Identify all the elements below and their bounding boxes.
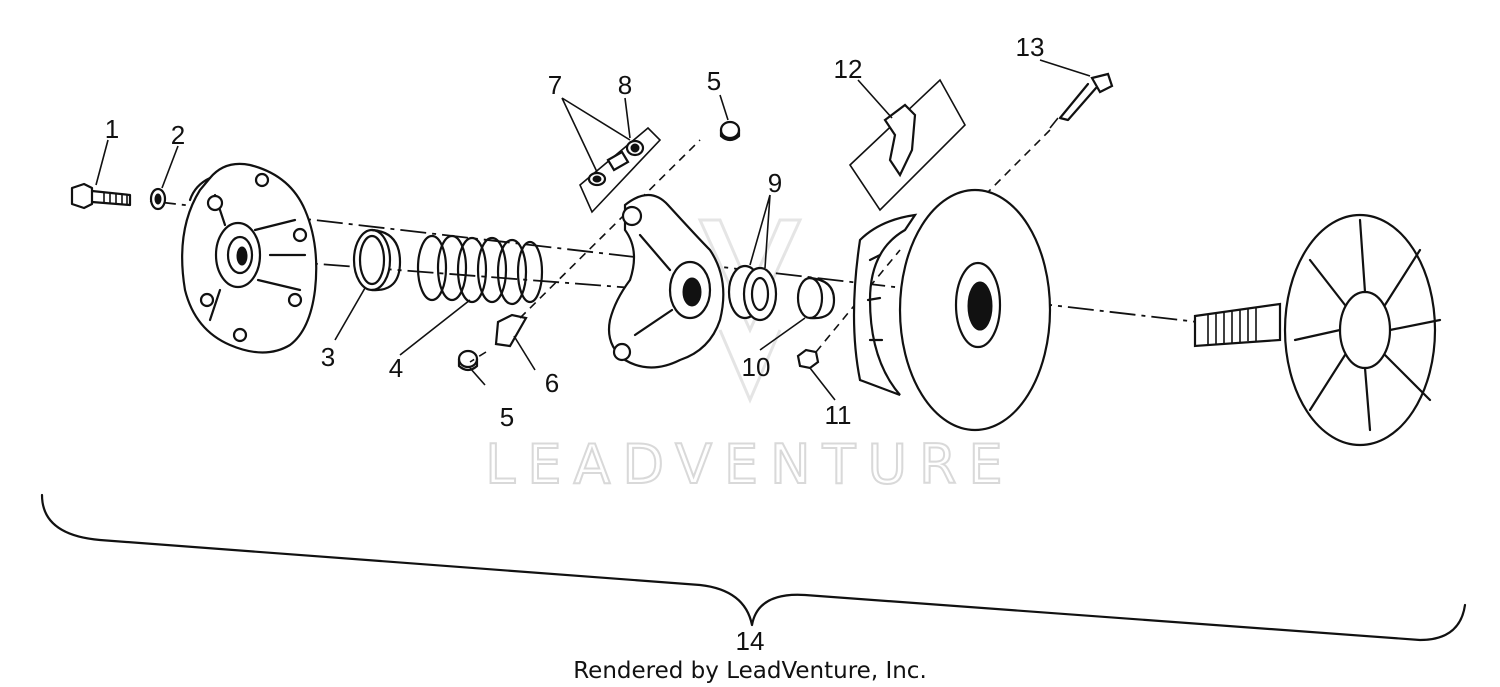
callout-9: 9 [768,168,782,198]
part-2-washer [149,187,167,211]
part-1-bolt [70,182,132,210]
callout-1: 1 [105,114,119,144]
callout-7: 7 [548,70,562,100]
callout-14: 14 [736,626,765,656]
part-cover-plate [181,162,318,354]
callout-6: 6 [545,368,559,398]
watermark-text: LEADVENTURE [485,433,1014,496]
callout-4: 4 [389,353,403,383]
part-12-shoe [848,78,966,212]
callout-12: 12 [834,54,863,84]
callout-2: 2 [171,120,185,150]
part-fixed-sheave [1193,213,1442,447]
leader-lines [95,59,1091,401]
footer-credit: Rendered by LeadVenture, Inc. [573,658,927,684]
part-moveable-sheave [852,188,1052,432]
part-4-spring [416,234,544,306]
part-7-8-weights [579,126,662,214]
callout-5-top: 5 [707,66,721,96]
part-5-roller-bottom [457,349,479,372]
callout-8: 8 [618,70,632,100]
part-11-nut [796,249,901,370]
part-13-pin-bolt [959,72,1114,221]
callout-10: 10 [742,352,771,382]
part-5-roller-top [719,120,741,142]
part-10-ring [796,276,836,320]
spring-axis-line [239,257,661,291]
callout-13: 13 [1016,32,1045,62]
part-6-pin [469,139,701,363]
part-spider [607,193,725,369]
part-3-bushing [352,228,402,292]
callout-11: 11 [825,400,852,430]
callout-5-bottom: 5 [500,402,514,432]
watermark-logo [697,218,803,404]
assembly-brace [40,493,1467,642]
callout-3: 3 [321,342,335,372]
part-9-bushings [727,264,778,322]
